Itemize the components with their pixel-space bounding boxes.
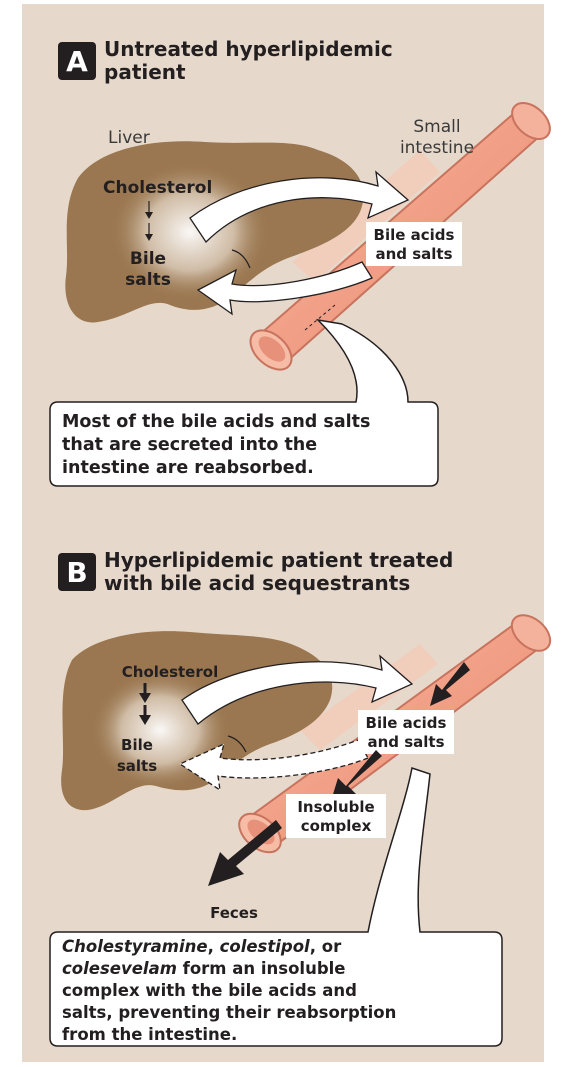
badge-a-letter: A [66,45,88,78]
label-bile-a-line2: salts [125,270,171,290]
label-cholesterol-b: Cholesterol [122,663,218,681]
label-bile-b-line2: salts [117,757,157,775]
label-bile-acids-b-line2: and salts [367,733,444,751]
callout-b-line5: from the intestine. [62,1025,237,1044]
panel-b: B Hyperlipidemic patient treated with bi… [50,548,557,1046]
callout-a-line2: that are secreted into the [62,435,317,455]
label-liver: Liver [108,128,150,148]
panel-a-title-line1: Untreated hyperlipidemic [104,37,393,61]
callout-b-line4: salts, preventing their reabsorption [62,1003,396,1022]
badge-b-letter: B [66,556,87,589]
label-feces: Feces [210,904,258,922]
label-complex-line2: complex [301,817,372,835]
panel-b-title-line1: Hyperlipidemic patient treated [104,548,453,572]
callout-b-sep1: , [208,937,220,956]
label-complex-line1: Insoluble [297,798,374,816]
label-bile-a-line1: Bile [130,249,166,269]
panel-a-title-line2: patient [104,60,186,84]
label-bile-acids-b-line1: Bile acids [366,714,447,732]
callout-b-line2: colesevelam form an insoluble [62,959,345,978]
callout-b-rest1: form an insoluble [177,959,346,978]
label-bile-acids-a-line1: Bile acids [374,226,455,244]
callout-b-line1: Cholestyramine, colestipol, or [62,937,342,956]
callout-b-line3: complex with the bile acids and [62,981,357,1000]
drug-cholestyramine: Cholestyramine [62,937,208,956]
callout-b-sep2: , or [310,937,342,956]
callout-a-line3: intestine are reabsorbed. [62,458,314,478]
label-bile-acids-a-line2: and salts [375,245,452,263]
label-intestine-line2: intestine [400,138,474,158]
drug-colestipol: colestipol [220,937,310,956]
panel-b-title-line2: with bile acid sequestrants [104,571,410,595]
label-bile-b-line1: Bile [121,736,153,754]
panel-a: A Untreated hyperlipidemic patient Liver… [50,37,557,486]
label-intestine-line1: Small [413,117,460,137]
callout-a-line1: Most of the bile acids and salts [62,412,370,432]
drug-colesevelam: colesevelam [62,959,177,978]
label-cholesterol-a: Cholesterol [103,178,212,198]
